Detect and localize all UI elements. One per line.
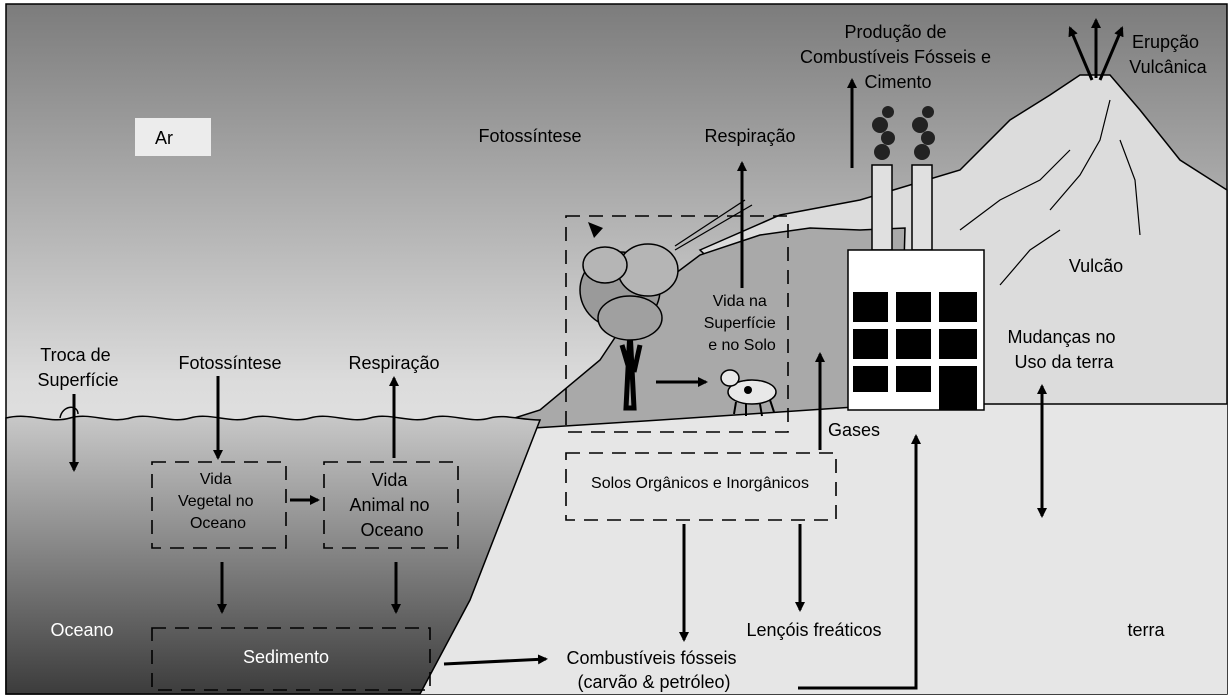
arrow-photosynthesis-head: [588, 222, 603, 238]
air-label-box: [135, 118, 211, 156]
box-ocean-plant-life: [151, 461, 287, 549]
photosynthesis-pointer-line: [674, 199, 746, 247]
label-fossil-fuels: Combustíveis fósseis (carvão & petróleo): [566, 648, 741, 692]
arrow-eruption-left: [1068, 26, 1094, 81]
label-groundwater: Lençóis freáticos: [746, 620, 881, 640]
box-ocean-animal-life: [323, 461, 459, 549]
surface-wave: [59, 406, 79, 419]
hill: [469, 227, 906, 433]
land-ground: [420, 402, 1227, 694]
chimney-right: [911, 164, 933, 251]
label-fossil-production: Produção de Combustíveis Fósseis e Cimen…: [800, 22, 996, 92]
box-sediment: [151, 627, 431, 691]
label-ocean-plant-life: Vida Vegetal no Oceano: [178, 471, 258, 532]
box-soils: [565, 452, 837, 521]
ocean: [5, 415, 542, 695]
cow-icon: [720, 369, 777, 417]
label-sediment: Sedimento: [243, 647, 329, 667]
volcano-slope-line: [999, 229, 1061, 286]
label-volcano: Vulcão: [1069, 256, 1123, 276]
label-land: terra: [1127, 620, 1165, 640]
label-ocean: Oceano: [50, 620, 113, 640]
label-photosynthesis-ocean: Fotossíntese: [178, 353, 281, 373]
label-land-surface-life: Vida na Superfície e no Solo: [704, 293, 781, 354]
label-air: Ar: [155, 128, 173, 148]
arrow-fossil-to-factory: [798, 434, 921, 690]
photosynthesis-pointer-line: [674, 204, 753, 251]
volcano-slope-line: [1049, 99, 1111, 211]
smoke-icon: [872, 106, 935, 160]
label-respiration-ocean: Respiração: [348, 353, 439, 373]
tree-icon: [579, 243, 679, 411]
volcano-slope-line: [959, 149, 1071, 231]
label-photosynthesis-land: Fotossíntese: [478, 126, 581, 146]
chimney-left: [871, 164, 893, 251]
box-land-surface-life: [565, 215, 789, 433]
arrow-sediment-to-fossil-fuels: [443, 654, 548, 666]
label-soils: Solos Orgânicos e Inorgânicos: [591, 475, 809, 492]
label-ocean-animal-life: Vida Animal no Oceano: [349, 470, 434, 540]
arrow-eruption-right: [1098, 26, 1124, 81]
label-surface-exchange: Troca de Superfície: [37, 345, 118, 390]
factory-building: [847, 249, 985, 411]
label-land-use: Mudanças no Uso da terra: [1007, 327, 1120, 372]
volcano-slope-line: [1119, 139, 1141, 236]
label-eruption: Erupção Vulcânica: [1129, 32, 1207, 77]
label-gases: Gases: [828, 420, 880, 440]
label-respiration-land: Respiração: [704, 126, 795, 146]
